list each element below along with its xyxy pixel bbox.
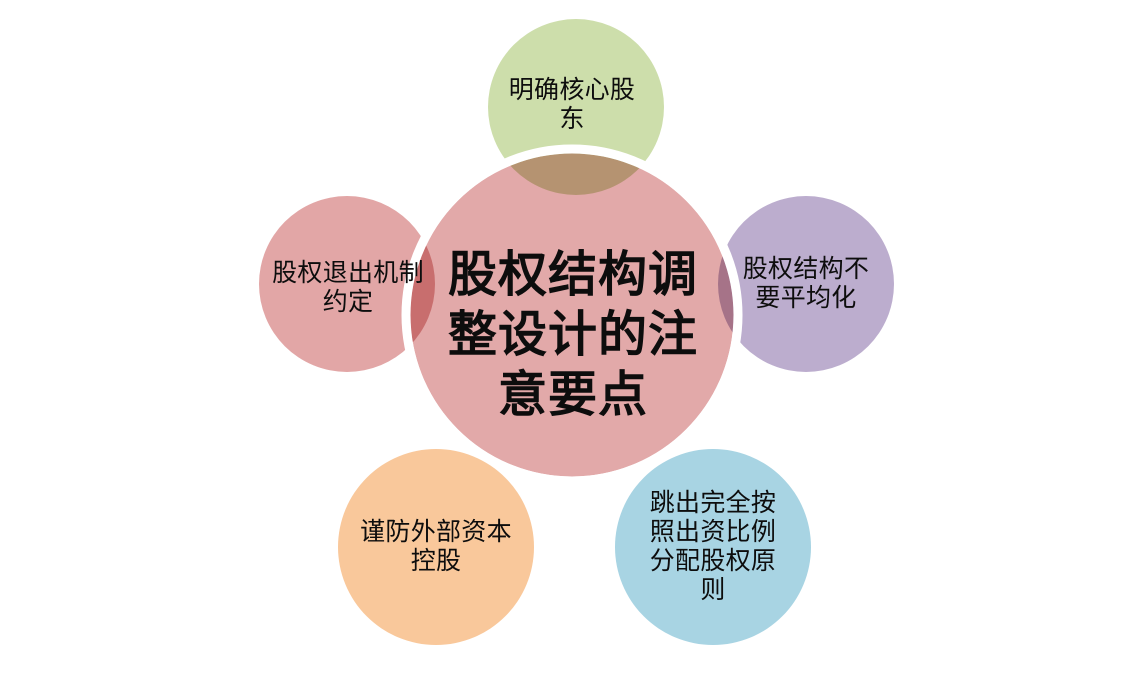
node-left-circle[interactable] — [259, 196, 435, 372]
node-bottom-left-circle[interactable] — [338, 449, 534, 645]
node-right-circle[interactable] — [718, 196, 894, 372]
center-circle-ring — [401, 144, 743, 486]
node-bottom-right-circle[interactable] — [615, 449, 811, 645]
